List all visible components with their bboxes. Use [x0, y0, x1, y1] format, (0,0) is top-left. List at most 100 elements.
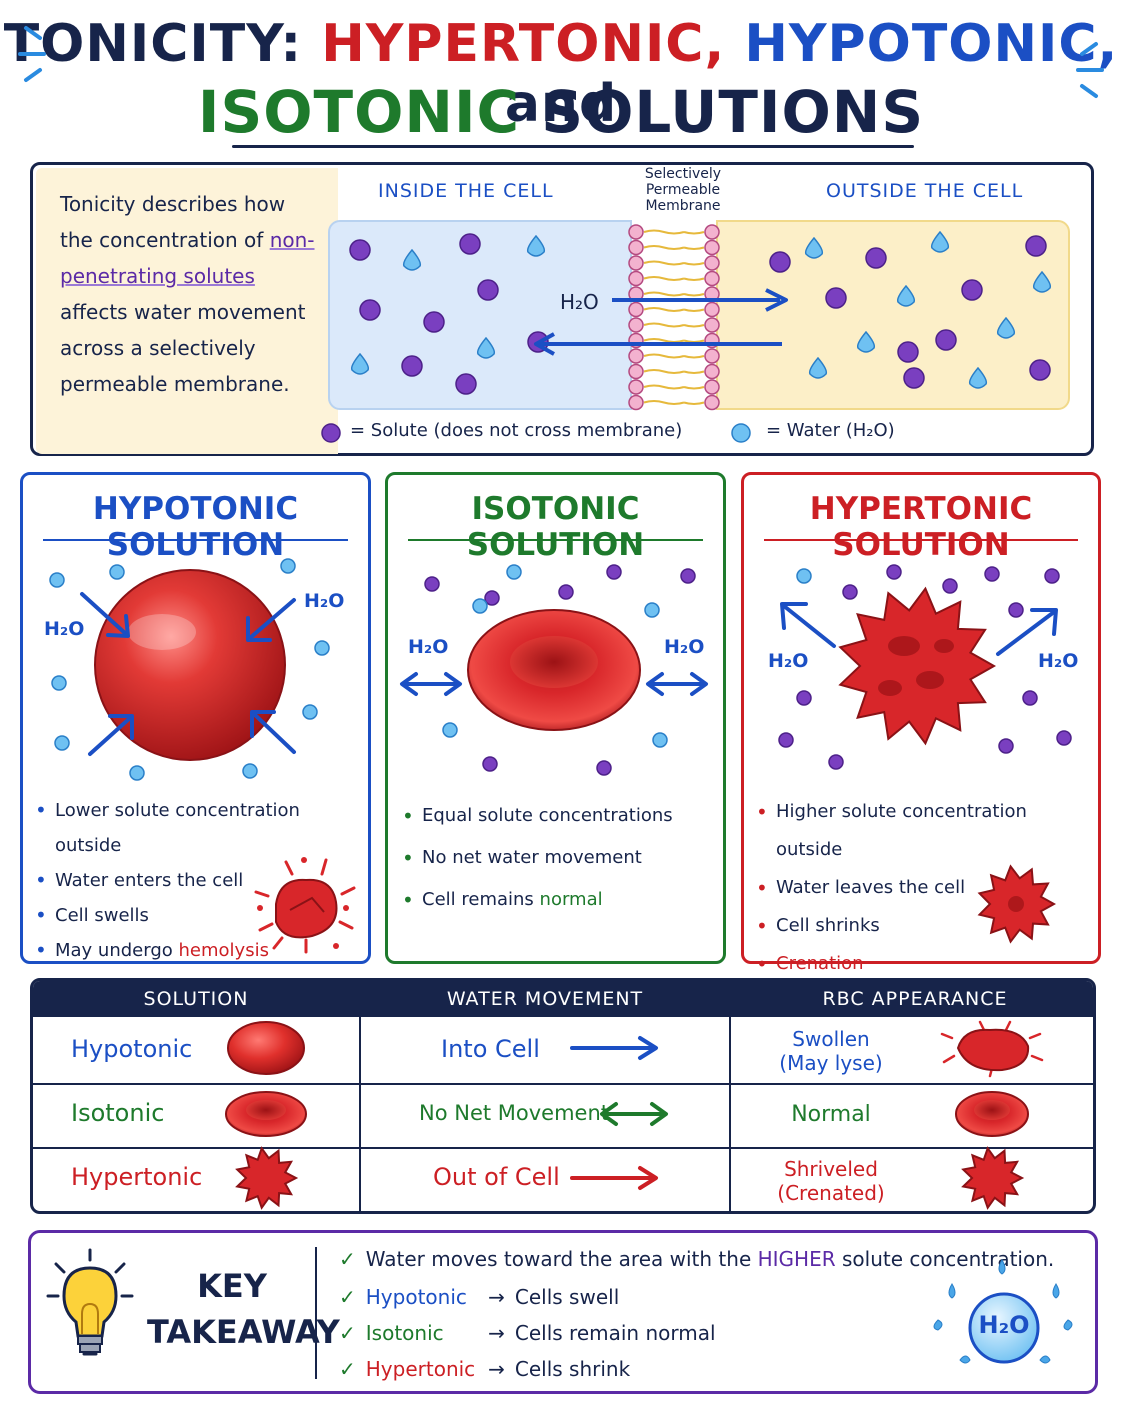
takeaway-item-hypotonic: ✓Hypotonic →Cells swell — [339, 1285, 619, 1309]
h2o-badge-label: H₂O — [978, 1311, 1030, 1339]
legend-solute-text: = Solute (does not cross membrane) — [350, 420, 683, 441]
list-item: Water leaves the cell — [756, 869, 1098, 907]
isotonic-h2o-left: H₂O — [408, 636, 449, 658]
swollen-red-blood-cell — [94, 569, 286, 761]
lightbulb-icon — [46, 1248, 134, 1356]
table-appearance-shriveled: Shriveled (Crenated) — [773, 1157, 889, 1205]
table-row-divider — [33, 1147, 1093, 1149]
normal-term: normal — [539, 889, 603, 910]
table-header-rbc-appearance: RBC APPEARANCE — [822, 988, 1008, 1010]
crenated-red-blood-cell — [838, 586, 997, 746]
solute-particle — [1029, 359, 1051, 381]
water-flow-arrows-icon — [534, 288, 788, 356]
isotonic-title-rule — [408, 539, 703, 541]
water-droplet — [808, 356, 828, 379]
particles-layer — [349, 230, 1052, 395]
hypertonic-h2o-right: H₂O — [1038, 650, 1079, 672]
legend-water-text: = Water (H₂O) — [766, 420, 895, 441]
takeaway-term: Isotonic — [365, 1321, 444, 1345]
solute-legend-icon — [321, 423, 341, 443]
water-droplet — [526, 234, 546, 257]
solute-particle — [897, 341, 919, 363]
takeaway-item-hypertonic: ✓Hypertonic →Cells shrink — [339, 1357, 630, 1381]
arrow-right-icon: → — [488, 1285, 505, 1309]
key-divider — [315, 1247, 317, 1379]
solute-particle — [401, 355, 423, 377]
hemolysis-term: hemolysis — [178, 940, 269, 961]
table-lysed-cell-icon — [940, 1020, 1044, 1078]
water-drop-badge-icon — [933, 1259, 1073, 1364]
intro-text-after: affects water movement across a selectiv… — [60, 300, 306, 396]
intro-highlight-solutes: non-penetrating solutes — [60, 228, 315, 288]
water-droplet — [476, 336, 496, 359]
takeaway-term: Hypertonic — [365, 1357, 476, 1381]
title-word-tonicity: TONICITY: — [3, 14, 303, 74]
water-droplet — [402, 248, 422, 271]
crenation-term: Crenation — [756, 945, 1098, 983]
membrane-label: Selectively Permeable Membrane — [644, 166, 722, 214]
title-word-isotonic: ISOTONIC — [197, 78, 521, 146]
table-row-hypertonic: Hypertonic — [71, 1163, 203, 1191]
table-crenated-cell-icon — [235, 1146, 299, 1210]
water-legend-icon — [731, 423, 751, 443]
list-item: Equal solute concentrations — [402, 795, 673, 837]
hypotonic-title-rule — [43, 539, 348, 541]
membrane-bilayer-icon — [628, 224, 720, 411]
solute-particle — [349, 239, 371, 261]
solute-particle — [1025, 235, 1047, 257]
page-title-line1: TONICITY: HYPERTONIC, HYPOTONIC, and — [0, 14, 1122, 134]
normal-prefix: Cell remains — [422, 889, 534, 910]
water-droplet — [350, 352, 370, 375]
arrow-right-icon: → — [488, 1357, 505, 1381]
list-item: Water enters the cell — [35, 863, 368, 898]
normal-cell-diagram — [400, 564, 708, 776]
title-word-and: and — [504, 74, 618, 134]
check-icon: ✓ — [339, 1357, 356, 1381]
sparkle-right-icon — [1076, 42, 1104, 98]
takeaway-higher: HIGHER — [757, 1247, 836, 1271]
hypertonic-bullets: Higher solute concentration outside Wate… — [756, 793, 1098, 983]
list-item: Lower solute concentration outside — [35, 793, 368, 863]
table-icons-layer — [225, 1020, 1044, 1210]
list-item: Cell shrinks — [756, 907, 1098, 945]
shrunken-cell-diagram — [778, 564, 1072, 770]
intro-text-before: Tonicity describes how the concentration… — [60, 192, 286, 252]
table-appearance-normal: Normal — [791, 1102, 871, 1127]
table-movement-out-of-cell: Out of Cell — [433, 1163, 560, 1191]
table-divider — [729, 981, 731, 1211]
swollen-cell-diagram — [49, 558, 330, 781]
list-item: Higher solute concentration outside — [756, 793, 1098, 869]
comparison-table: SOLUTION WATER MOVEMENT RBC APPEARANCE H… — [30, 978, 1096, 1214]
table-row-divider — [33, 1083, 1093, 1085]
takeaway-result: Cells swell — [514, 1285, 620, 1309]
water-droplet — [856, 330, 876, 353]
isotonic-h2o-right: H₂O — [664, 636, 705, 658]
solute-particle — [455, 373, 477, 395]
outside-cell-label: OUTSIDE THE CELL — [826, 180, 1024, 202]
list-item: Cell swells — [35, 898, 368, 933]
solute-particle — [865, 247, 887, 269]
solute-particle — [477, 279, 499, 301]
solute-particle — [359, 299, 381, 321]
solute-particle — [935, 329, 957, 351]
intro-panel: Tonicity describes how the concentration… — [30, 162, 1094, 456]
lysed-cell-icon — [254, 857, 356, 954]
intro-description: Tonicity describes how the concentration… — [36, 168, 338, 454]
check-icon: ✓ — [339, 1321, 356, 1345]
hypotonic-bullets: Lower solute concentration outside Water… — [35, 793, 368, 968]
key-title-line2: TAKEAWAY — [147, 1313, 340, 1351]
solute-particle — [961, 279, 983, 301]
hypotonic-h2o-left: H₂O — [44, 618, 85, 640]
table-swollen-cell-icon — [227, 1021, 305, 1075]
solute-particle — [903, 367, 925, 389]
key-title-line1: KEY — [197, 1267, 267, 1305]
isotonic-title: ISOTONIC SOLUTION — [466, 491, 645, 563]
water-droplet — [996, 316, 1016, 339]
isotonic-panel: ISOTONIC SOLUTION Equal solute concentra… — [385, 472, 726, 964]
hypertonic-panel: HYPERTONIC SOLUTION Higher solute concen… — [741, 472, 1101, 983]
shriveled-line2: (Crenated) — [777, 1181, 885, 1205]
hypertonic-h2o-left: H₂O — [768, 650, 809, 672]
hypotonic-title: HYPOTONIC SOLUTION — [92, 491, 299, 563]
table-movement-into-cell: Into Cell — [441, 1035, 540, 1063]
water-droplet — [896, 284, 916, 307]
